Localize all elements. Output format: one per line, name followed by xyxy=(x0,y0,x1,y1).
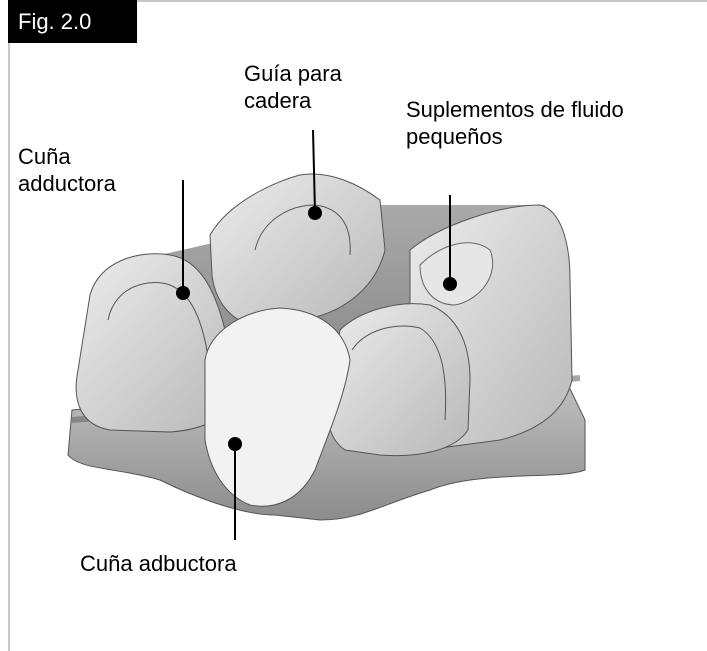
label-adductor-line1: Cuña xyxy=(18,143,116,170)
label-adductor-wedge: Cuña adductora xyxy=(18,143,116,197)
label-fluid-inserts-line2: pequeños xyxy=(406,123,624,150)
label-hip-guide: Guía para cadera xyxy=(244,60,342,114)
fluid-inserts-dot xyxy=(443,277,457,291)
label-fluid-inserts: Suplementos de fluido pequeños xyxy=(406,96,624,150)
abductor-dot xyxy=(228,437,242,451)
label-hip-guide-line1: Guía para xyxy=(244,60,342,87)
label-fluid-inserts-line1: Suplementos de fluido xyxy=(406,96,624,123)
label-adductor-line2: adductora xyxy=(18,170,116,197)
label-hip-guide-line2: cadera xyxy=(244,87,342,114)
adductor-dot xyxy=(176,286,190,300)
label-abductor-wedge: Cuña adbuctora xyxy=(80,550,237,577)
hip-guide-dot xyxy=(308,206,322,220)
